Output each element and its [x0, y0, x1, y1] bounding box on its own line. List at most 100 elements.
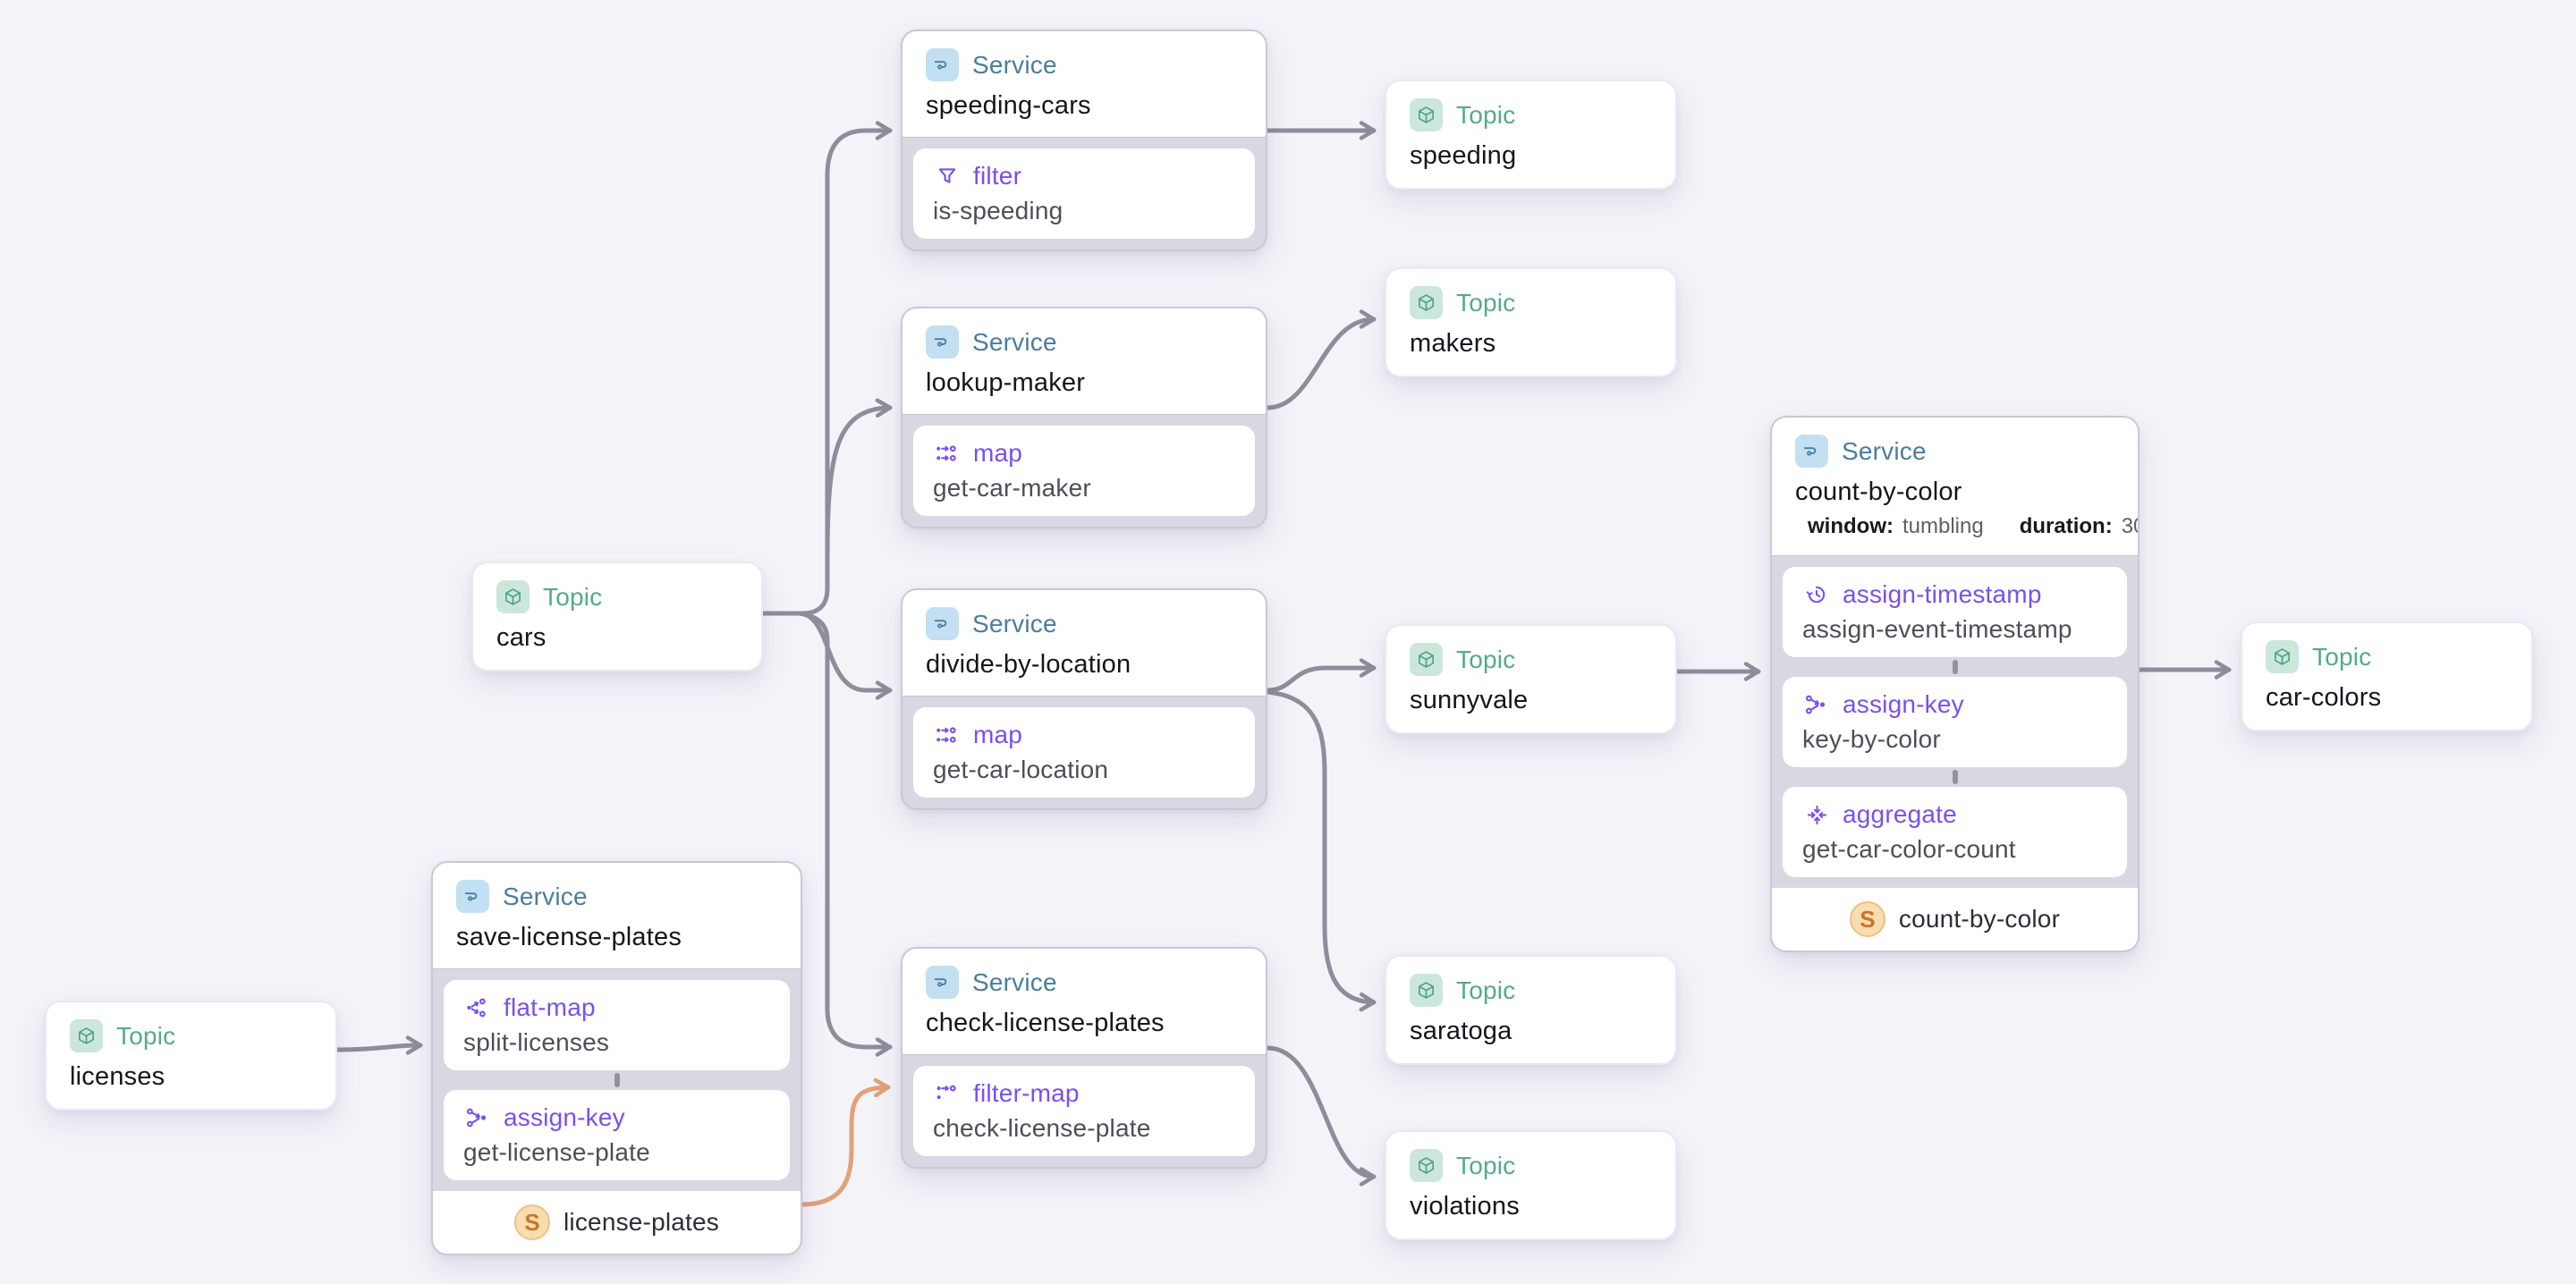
op-name: get-car-color-count — [1802, 835, 2016, 863]
topic-type-label: Topic — [1456, 645, 1516, 673]
service-node-speeding-cars[interactable]: Service speeding-cars filter is-speeding — [901, 30, 1267, 251]
edge-license-plates-store-to-check-license-plates — [800, 1077, 891, 1207]
op-card-assign-key[interactable]: assign-key get-license-plate — [444, 1090, 790, 1180]
service-node-divide-by-location[interactable]: Service divide-by-location map — [901, 588, 1267, 810]
op-name: key-by-color — [1802, 725, 1941, 753]
service-header: Service divide-by-location — [902, 590, 1266, 697]
op-card-assign-key[interactable]: assign-key key-by-color — [1783, 677, 2127, 767]
op-card-flat-map[interactable]: flat-map split-licenses — [444, 980, 790, 1070]
topic-name: speeding — [1410, 141, 1517, 170]
topic-type-label: Topic — [1456, 288, 1516, 317]
state-store-name: count-by-color — [1898, 905, 2061, 933]
state-store-icon: S — [514, 1204, 550, 1240]
op-type-label: assign-timestamp — [1843, 580, 2042, 608]
service-operations: map get-car-maker — [902, 415, 1266, 527]
op-card-map[interactable]: map get-car-location — [913, 707, 1255, 798]
op-card-assign-timestamp[interactable]: assign-timestamp assign-event-timestamp — [1783, 567, 2127, 657]
service-name: check-license-plates — [926, 1009, 1165, 1037]
op-name: get-car-maker — [933, 474, 1091, 502]
topic-type-label: Topic — [116, 1021, 176, 1050]
topic-name: sunnyvale — [1410, 686, 1529, 714]
edge-lookup-maker-to-makers — [1265, 309, 1377, 410]
op-card-aggregate[interactable]: aggregate get-car-color-count — [1783, 787, 2127, 877]
op-name: check-license-plate — [933, 1114, 1151, 1142]
op-type-label: flat-map — [504, 993, 596, 1021]
service-node-count-by-color[interactable]: Service count-by-color window: tumbling … — [1770, 416, 2140, 952]
service-type-label: Service — [503, 882, 588, 910]
cube-icon — [1410, 974, 1443, 1007]
duration-value: 30s — [2121, 514, 2138, 538]
service-node-save-license-plates[interactable]: Service save-license-plates — [431, 861, 802, 1255]
flat-map-icon — [463, 993, 492, 1022]
topic-name: car-colors — [2266, 683, 2382, 712]
op-name: assign-event-timestamp — [1802, 615, 2072, 643]
cube-icon — [1410, 1149, 1443, 1182]
op-type-label: filter — [973, 162, 1022, 190]
window-value: tumbling — [1902, 514, 1984, 538]
service-type-label: Service — [1842, 436, 1927, 465]
edge-divide-by-location-to-sunnyvale — [1265, 658, 1377, 693]
state-store-license-plates[interactable]: S license-plates — [433, 1191, 801, 1254]
window-key: window: — [1808, 514, 1894, 538]
topic-name: violations — [1410, 1192, 1520, 1221]
service-operations: map get-car-location — [902, 697, 1266, 808]
topic-type-label: Topic — [2312, 642, 2372, 671]
topic-node-makers[interactable]: Topic makers — [1385, 267, 1677, 377]
service-header: Service speeding-cars — [902, 31, 1266, 138]
service-node-check-license-plates[interactable]: Service check-license-plates filter-map — [901, 947, 1267, 1169]
topic-node-sunnyvale[interactable]: Topic sunnyvale — [1385, 624, 1677, 734]
op-connector-tick — [614, 1073, 620, 1087]
topic-name: cars — [496, 623, 547, 652]
edge-licenses-to-save-license-plates — [335, 1035, 423, 1055]
topic-node-saratoga[interactable]: Topic saratoga — [1385, 955, 1677, 1065]
service-icon — [926, 48, 959, 81]
cube-icon — [2266, 640, 2299, 673]
topic-type-label: Topic — [1456, 100, 1516, 129]
edge-cars-to-speeding-cars — [760, 121, 893, 616]
edge-check-license-plates-to-violations — [1265, 1045, 1377, 1187]
service-operations: flat-map split-licenses — [433, 969, 801, 1191]
state-store-count-by-color[interactable]: S count-by-color — [1772, 888, 2138, 950]
topic-node-speeding[interactable]: Topic speeding — [1385, 80, 1677, 190]
topic-name: makers — [1410, 329, 1496, 358]
op-type-label: aggregate — [1843, 800, 1957, 828]
service-name: lookup-maker — [926, 368, 1086, 397]
topic-node-car-colors[interactable]: Topic car-colors — [2241, 621, 2533, 731]
filter-icon — [933, 162, 962, 190]
edge-divide-by-location-to-saratoga — [1265, 689, 1377, 1012]
op-card-map[interactable]: map get-car-maker — [913, 426, 1255, 516]
cube-icon — [496, 580, 530, 613]
assign-key-icon — [1802, 690, 1831, 719]
service-header: Service lookup-maker — [902, 308, 1266, 415]
service-icon — [1795, 435, 1828, 468]
op-card-filter[interactable]: filter is-speeding — [913, 148, 1255, 239]
service-type-label: Service — [972, 50, 1057, 79]
map-icon — [933, 721, 962, 749]
cube-icon — [1410, 98, 1443, 131]
duration-key: duration: — [2019, 514, 2113, 538]
op-card-filter-map[interactable]: filter-map check-license-plate — [913, 1066, 1255, 1156]
state-store-name: license-plates — [564, 1208, 719, 1236]
topic-node-cars[interactable]: Topic cars — [471, 562, 763, 672]
op-type-label: map — [973, 721, 1023, 748]
cube-icon — [1410, 643, 1443, 676]
service-operations: assign-timestamp assign-event-timestamp — [1772, 556, 2138, 888]
topic-node-licenses[interactable]: Topic licenses — [45, 1001, 337, 1111]
op-name: get-car-location — [933, 756, 1109, 783]
service-header: Service check-license-plates — [902, 949, 1266, 1055]
topic-node-violations[interactable]: Topic violations — [1385, 1130, 1677, 1240]
op-type-label: assign-key — [1843, 690, 1964, 718]
assign-key-icon — [463, 1103, 492, 1132]
service-type-label: Service — [972, 967, 1057, 996]
edge-cars-to-check-license-plates — [796, 611, 893, 1057]
service-type-label: Service — [972, 609, 1057, 638]
filter-map-icon — [933, 1079, 962, 1108]
service-operations: filter is-speeding — [902, 138, 1266, 249]
service-header: Service save-license-plates — [433, 863, 801, 969]
cube-icon — [70, 1019, 103, 1052]
topic-type-label: Topic — [1456, 1151, 1516, 1179]
service-operations: filter-map check-license-plate — [902, 1055, 1266, 1167]
service-node-lookup-maker[interactable]: Service lookup-maker map — [901, 307, 1267, 528]
